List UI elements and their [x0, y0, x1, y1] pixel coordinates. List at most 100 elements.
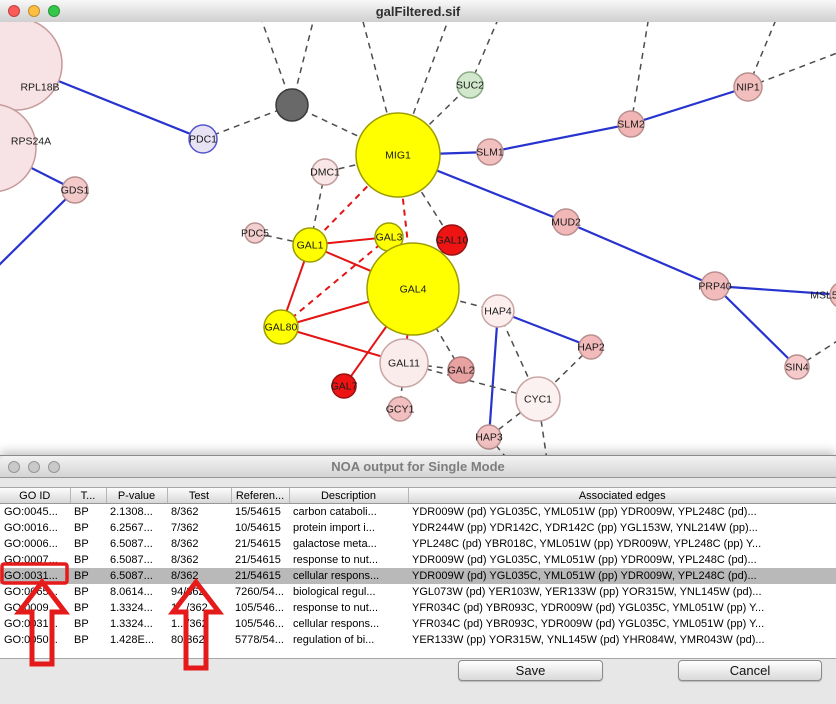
node-label: GAL1 [297, 240, 324, 252]
column-header-test[interactable]: Test [167, 488, 231, 504]
cell-go_id: GO:0045... [0, 504, 70, 521]
node-RPS24A[interactable] [0, 104, 36, 192]
cell-description: response to nut... [289, 552, 408, 568]
cell-reference: 105/546... [231, 600, 289, 616]
node-label: HAP4 [484, 306, 512, 318]
zoom-button[interactable] [48, 461, 60, 473]
cell-reference: 5778/54... [231, 632, 289, 648]
node-label: GAL2 [448, 365, 475, 377]
cell-edges: YGL073W (pd) YER103W, YER133W (pp) YOR31… [408, 584, 836, 600]
node-label: MIG1 [385, 150, 411, 162]
column-header-reference[interactable]: Referen... [231, 488, 289, 504]
node-label: SLM2 [617, 119, 645, 131]
noa-results-table-container: GO IDT...P-valueTestReferen...Descriptio… [0, 487, 836, 659]
node-RPL18B[interactable] [0, 22, 62, 110]
cell-go_id: GO:0031... [0, 616, 70, 632]
node-label: SIN4 [785, 362, 809, 374]
cell-description: protein import i... [289, 520, 408, 536]
table-row[interactable]: GO:0050...BP1.428E...80/3625778/54...reg… [0, 632, 836, 648]
cell-edges: YDR009W (pd) YGL035C, YML051W (pp) YDR00… [408, 568, 836, 584]
cell-test: 1.../362 [167, 616, 231, 632]
node-label: RPL18B [20, 82, 59, 94]
cell-p_value: 6.2567... [106, 520, 167, 536]
cell-test: 94/362 [167, 584, 231, 600]
node-label: NIP1 [736, 82, 760, 94]
cell-test: 8/362 [167, 552, 231, 568]
close-button[interactable] [8, 5, 20, 17]
zoom-button[interactable] [48, 5, 60, 17]
save-button[interactable]: Save [458, 660, 603, 681]
node-label: GCY1 [386, 404, 415, 416]
cell-edges: YDR009W (pd) YGL035C, YML051W (pp) YDR00… [408, 552, 836, 568]
graph-edge[interactable] [631, 22, 650, 124]
node-label: GAL80 [265, 322, 298, 334]
cell-test: 8/362 [167, 568, 231, 584]
cell-description: regulation of bi... [289, 632, 408, 648]
graph-edge[interactable] [490, 124, 631, 152]
node-label: CYC1 [524, 394, 552, 406]
column-header-go_id[interactable]: GO ID [0, 488, 70, 504]
node-label: HAP2 [577, 342, 605, 354]
cell-edges: YER133W (pp) YOR315W, YNL145W (pd) YHR08… [408, 632, 836, 648]
column-header-description[interactable]: Description [289, 488, 408, 504]
node-dark[interactable] [276, 89, 308, 121]
table-row[interactable]: GO:0031...BP6.5087...8/36221/54615cellul… [0, 568, 836, 584]
table-row[interactable]: GO:0045...BP2.1308...8/36215/54615carbon… [0, 504, 836, 521]
cell-reference: 21/54615 [231, 552, 289, 568]
node-label: GDS1 [61, 185, 90, 197]
cell-reference: 21/54615 [231, 568, 289, 584]
node-label: MSL5 [810, 290, 836, 302]
graph-edge[interactable] [0, 190, 75, 270]
cell-go_id: GO:0031... [0, 568, 70, 584]
table-row[interactable]: GO:0065...BP8.0614...94/3627260/54...bio… [0, 584, 836, 600]
node-label: GAL10 [436, 235, 469, 247]
cell-type: BP [70, 600, 106, 616]
graph-edge[interactable] [631, 87, 748, 124]
cell-reference: 21/54615 [231, 536, 289, 552]
node-label: HAP3 [475, 432, 503, 444]
noa-output-window: NOA output for Single Mode GO IDT...P-va… [0, 455, 836, 704]
node-label: PRP40 [698, 281, 731, 293]
table-row[interactable]: GO:0031...BP1.3324...1.../362105/546...c… [0, 616, 836, 632]
cell-reference: 105/546... [231, 616, 289, 632]
cell-go_id: GO:0050... [0, 632, 70, 648]
table-header-row: GO IDT...P-valueTestReferen...Descriptio… [0, 488, 836, 504]
cell-reference: 7260/54... [231, 584, 289, 600]
cell-test: 8/362 [167, 536, 231, 552]
cell-description: biological regul... [289, 584, 408, 600]
cell-type: BP [70, 584, 106, 600]
cell-description: carbon cataboli... [289, 504, 408, 521]
node-label: GAL4 [400, 284, 427, 296]
column-header-p_value[interactable]: P-value [106, 488, 167, 504]
cell-p_value: 6.5087... [106, 536, 167, 552]
network-canvas-area: RPL18BRPS24AGDS1PDC1MIG1SUC2SLM1SLM2NIP1… [0, 22, 836, 455]
table-row[interactable]: GO:0006...BP6.5087...8/36221/54615galact… [0, 536, 836, 552]
network-window-titlebar: galFiltered.sif [0, 0, 836, 23]
network-canvas[interactable]: RPL18BRPS24AGDS1PDC1MIG1SUC2SLM1SLM2NIP1… [0, 22, 836, 455]
cell-p_value: 2.1308... [106, 504, 167, 521]
cell-edges: YFR034C (pd) YBR093C, YDR009W (pd) YGL03… [408, 600, 836, 616]
cancel-button[interactable]: Cancel [678, 660, 822, 681]
minimize-button[interactable] [28, 461, 40, 473]
graph-edge[interactable] [715, 286, 797, 367]
cell-test: 1.../362 [167, 600, 231, 616]
cell-type: BP [70, 632, 106, 648]
table-row[interactable]: GO:0016...BP6.2567...7/36210/54615protei… [0, 520, 836, 536]
table-row[interactable]: GO:0009...BP1.3324...1.../362105/546...r… [0, 600, 836, 616]
node-label: RPS24A [11, 136, 51, 148]
minimize-button[interactable] [28, 5, 40, 17]
cell-type: BP [70, 504, 106, 521]
cell-p_value: 1.428E... [106, 632, 167, 648]
graph-edge[interactable] [566, 222, 715, 286]
table-row[interactable]: GO:0007...BP6.5087...8/36221/54615respon… [0, 552, 836, 568]
column-header-edges[interactable]: Associated edges [408, 488, 836, 504]
cell-edges: YDR244W (pp) YDR142C, YDR142C (pp) YGL15… [408, 520, 836, 536]
noa-results-table: GO IDT...P-valueTestReferen...Descriptio… [0, 488, 836, 648]
cell-p_value: 8.0614... [106, 584, 167, 600]
close-button[interactable] [8, 461, 20, 473]
graph-edge[interactable] [489, 311, 498, 437]
noa-window-titlebar: NOA output for Single Mode [0, 456, 836, 478]
cell-test: 7/362 [167, 520, 231, 536]
column-header-type[interactable]: T... [70, 488, 106, 504]
